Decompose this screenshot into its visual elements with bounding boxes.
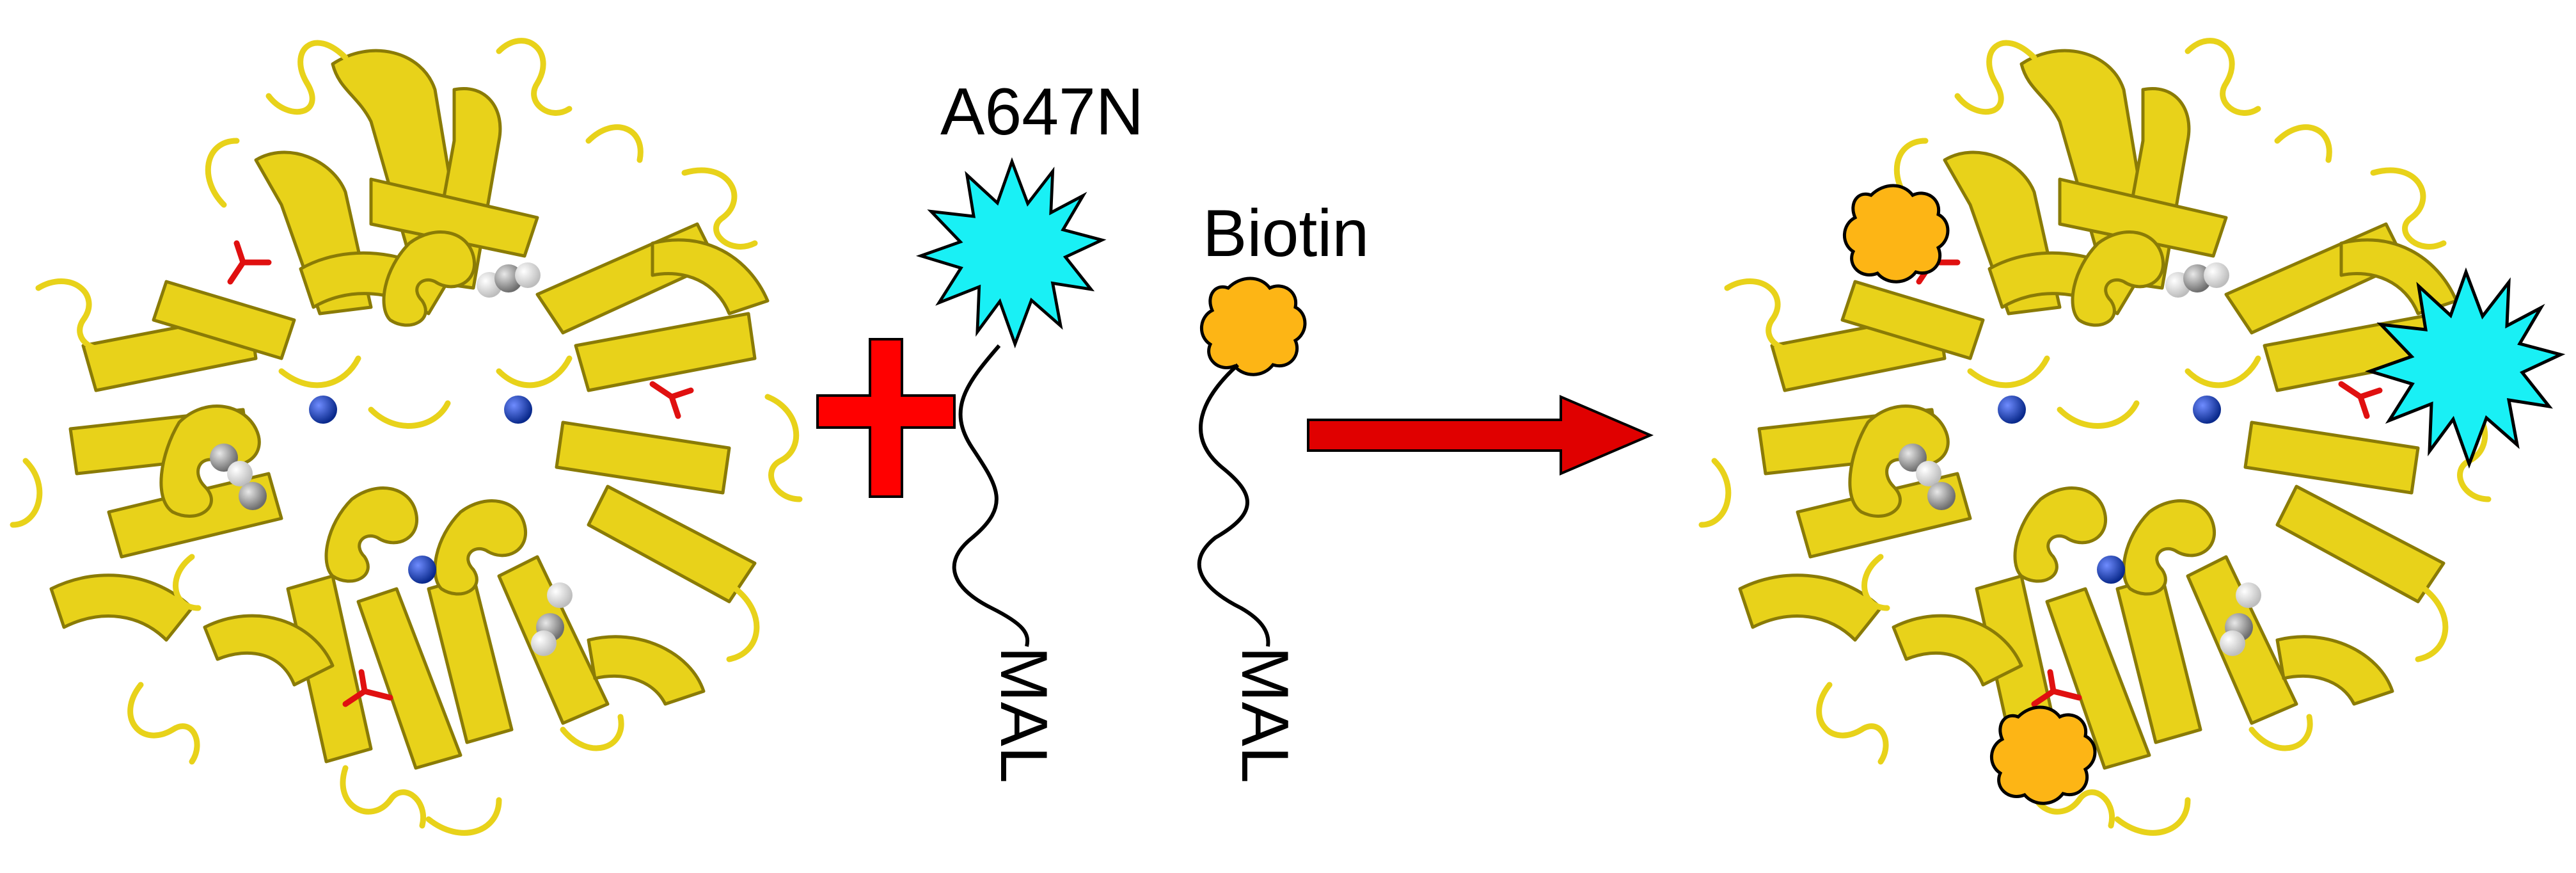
biotin-label: Biotin xyxy=(1203,196,1369,271)
maleimide-label-2: MAL xyxy=(1228,646,1302,783)
protein-labeled xyxy=(1702,41,2561,833)
dye-reagent: A647N MAL xyxy=(921,75,1144,783)
plus-icon xyxy=(816,338,956,498)
biotin-reagent: Biotin MAL xyxy=(1197,196,1369,783)
fluorophore-star-icon xyxy=(2370,272,2561,464)
maleimide-label-1: MAL xyxy=(986,646,1061,783)
dye-label: A647N xyxy=(940,75,1144,149)
reaction-arrow-icon xyxy=(1307,394,1654,476)
biotin-blob-icon xyxy=(1844,186,1948,282)
biotin-linker xyxy=(1197,363,1270,647)
dye-linker xyxy=(952,344,1030,647)
fluorophore-star-icon xyxy=(921,162,1102,344)
biotin-blob-icon xyxy=(1991,707,2095,803)
biotin-blob-icon xyxy=(1201,278,1305,374)
protein-unlabeled xyxy=(13,41,800,833)
